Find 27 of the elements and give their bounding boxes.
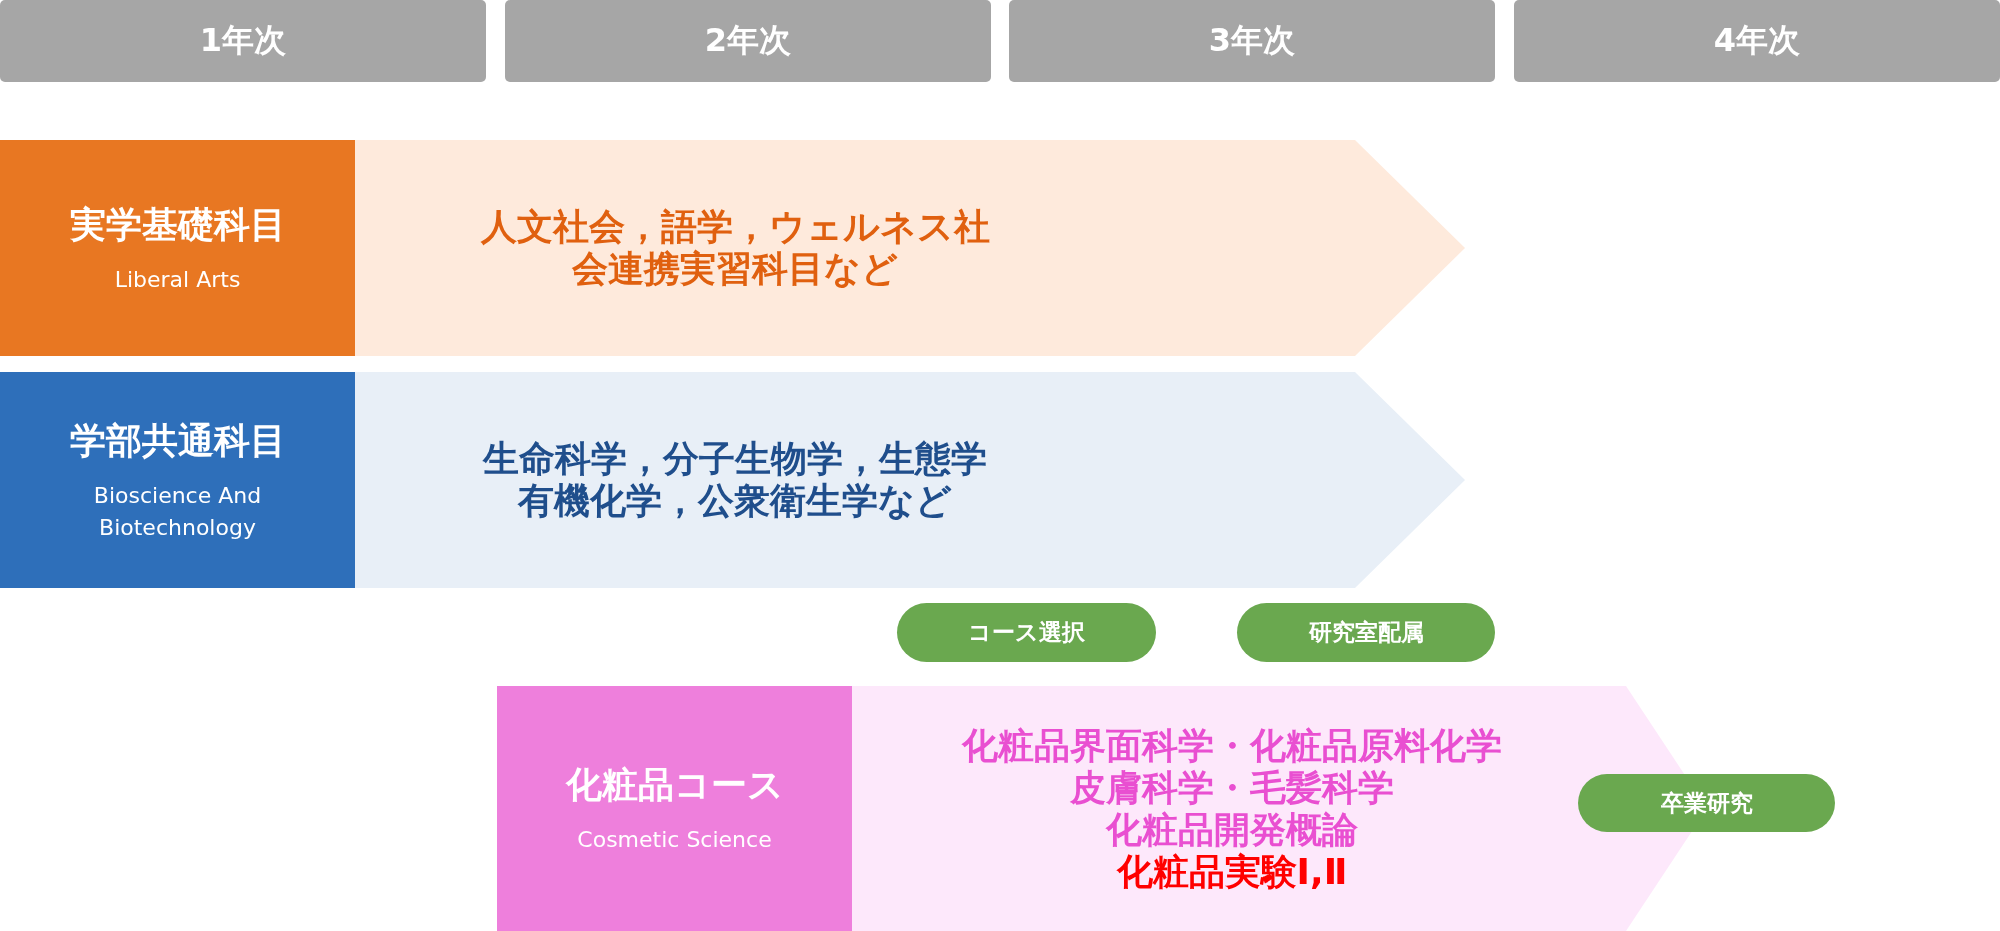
category-box [0,372,355,588]
year-label: 4年次 [1713,20,1801,61]
course-list-text: 化粧品実験Ⅰ,Ⅱ [1115,850,1349,893]
milestone-pill [1578,774,1835,832]
category-title: 学部共通科目 [69,418,286,463]
category-subtitle: Bioscience And Biotechnology [92,481,263,542]
year-label: 2年次 [704,20,792,61]
year-header [0,0,486,82]
course-list-text: 化粧品開発概論 [1104,808,1359,851]
milestone-label: 卒業研究 [1660,788,1753,818]
year-header [505,0,991,82]
course-list-text: 人文社会，語学，ウェルネス社会連携実習科目など [479,206,991,290]
category-title: 実学基礎科目 [69,202,286,247]
category-box [497,686,852,931]
year-label: 1年次 [199,20,287,61]
category-subtitle: Cosmetic Science [576,826,773,854]
milestone-label: コース選択 [968,618,1085,647]
category-box [0,140,355,356]
milestone-label: 研究室配属 [1308,618,1424,647]
category-subtitle: Liberal Arts [113,265,242,294]
course-list-text: 皮膚科学・毛髪科学 [1069,766,1395,809]
year-header [1009,0,1495,82]
course-list-text: 化粧品界面科学・化粧品原料化学 [960,724,1503,767]
course-list-text: 生命科学，分子生物学，生態学有機化学，公衆衛生学など [481,438,988,522]
year-header [1514,0,2000,82]
year-label: 3年次 [1208,20,1296,61]
category-title: 化粧品コース [565,763,784,807]
